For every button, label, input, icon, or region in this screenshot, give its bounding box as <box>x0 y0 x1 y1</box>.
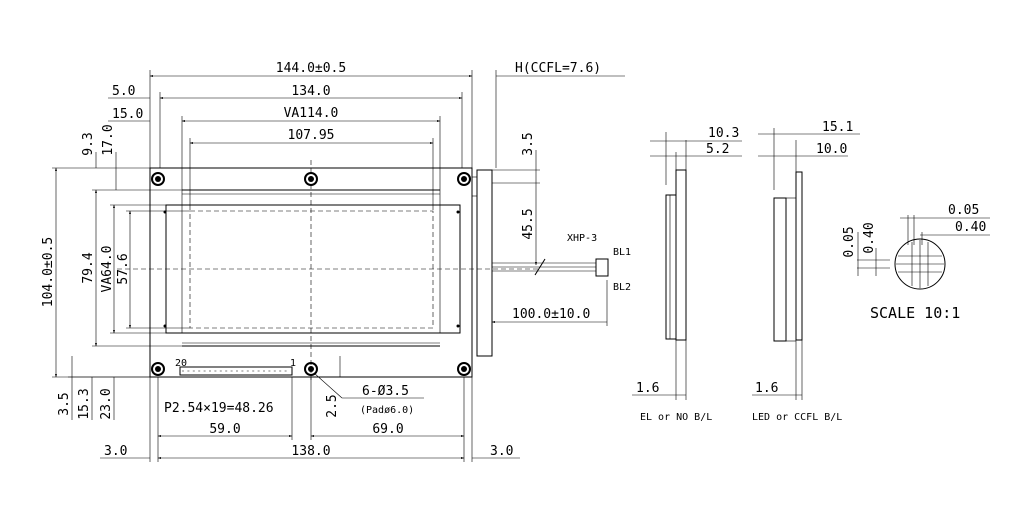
cable-offset-label: 45.5 <box>521 208 536 239</box>
cable-length-label: 100.0±10.0 <box>512 307 590 322</box>
detail-scale-label: SCALE 10:1 <box>870 304 960 322</box>
el-caption: EL or NO B/L <box>640 412 712 423</box>
left-margin-label: 3.0 <box>104 444 127 459</box>
active-area <box>189 210 434 329</box>
led-total-label: 15.1 <box>822 120 853 135</box>
hole-leader-line <box>313 372 343 399</box>
pin-pitch-label: P2.54×19=48.26 <box>164 401 274 416</box>
led-pcb <box>795 171 803 341</box>
el-total-label: 10.3 <box>708 126 739 141</box>
el-backlight <box>665 194 677 340</box>
pin-to-left-label: 59.0 <box>209 422 240 437</box>
connector-label: XHP-3 <box>567 233 597 244</box>
holes-label: 6-Ø3.5 <box>362 384 409 399</box>
detail-pitch-y-label: 0.05 <box>842 226 857 257</box>
backlight-gap-label: 3.5 <box>521 132 536 155</box>
right-margin-label: 3.0 <box>490 444 513 459</box>
el-pcb <box>675 169 687 341</box>
edge-to-hole-y-label: 9.3 <box>81 132 96 155</box>
detail-pitch-x-label: 0.05 <box>948 203 979 218</box>
led-backlight <box>773 197 787 342</box>
edge-to-frame-x-label: 15.0 <box>112 107 143 122</box>
hole-to-right-label: 69.0 <box>372 422 403 437</box>
led-caption: LED or CCFL B/L <box>752 412 842 423</box>
el-pcb-label: 1.6 <box>636 381 659 396</box>
pin-header <box>179 366 293 376</box>
bl2-label: BL2 <box>613 282 631 293</box>
detail-circle <box>894 238 946 290</box>
aa-width-label: 107.95 <box>288 128 335 143</box>
backlight-cable <box>492 258 609 277</box>
dot-detail: 0.05 0.40 0.05 0.40 SCALE 10:1 <box>842 203 990 322</box>
side-view-el: 10.3 5.2 1.6 EL or NO B/L <box>632 126 742 423</box>
pin-20-label: 20 <box>175 358 187 369</box>
pad-label: (Padø6.0) <box>360 405 414 416</box>
bottom-hole-label: 3.5 <box>57 392 72 415</box>
detail-dot-y-label: 0.40 <box>862 222 877 253</box>
hole-pitch-label: 134.0 <box>291 84 330 99</box>
el-glass-label: 5.2 <box>706 142 729 157</box>
backlight-housing <box>476 169 493 357</box>
thickness-label: H(CCFL=7.6) <box>515 61 601 76</box>
bottom-pin2-label: 23.0 <box>99 388 114 419</box>
overall-width-label: 144.0±0.5 <box>276 61 346 76</box>
pin-1-label: 1 <box>290 358 296 369</box>
bottom-pin1-label: 15.3 <box>77 388 92 419</box>
hole-pitch-bottom-label: 138.0 <box>291 444 330 459</box>
detail-dot-x-label: 0.40 <box>955 220 986 235</box>
side-view-led: 15.1 10.0 1.6 LED or CCFL B/L <box>752 120 860 423</box>
aa-height-label: 57.6 <box>116 253 131 284</box>
led-pcb-label: 1.6 <box>755 381 778 396</box>
va-width-label: VA114.0 <box>284 106 339 121</box>
pin-offset-y-label: 2.5 <box>325 394 340 417</box>
edge-to-hole-x-label: 5.0 <box>112 84 135 99</box>
edge-to-frame-y-label: 17.0 <box>101 124 116 155</box>
bl1-label: BL1 <box>613 247 631 258</box>
led-glass-label: 10.0 <box>816 142 847 157</box>
connector-block <box>595 258 609 277</box>
va-height-label: VA64.0 <box>100 246 115 293</box>
overall-height-label: 104.0±0.5 <box>41 237 56 307</box>
frame-height-label: 79.4 <box>81 252 96 283</box>
front-view: 144.0±0.5 134.0 VA114.0 107.95 5.0 15.0 … <box>41 61 631 462</box>
